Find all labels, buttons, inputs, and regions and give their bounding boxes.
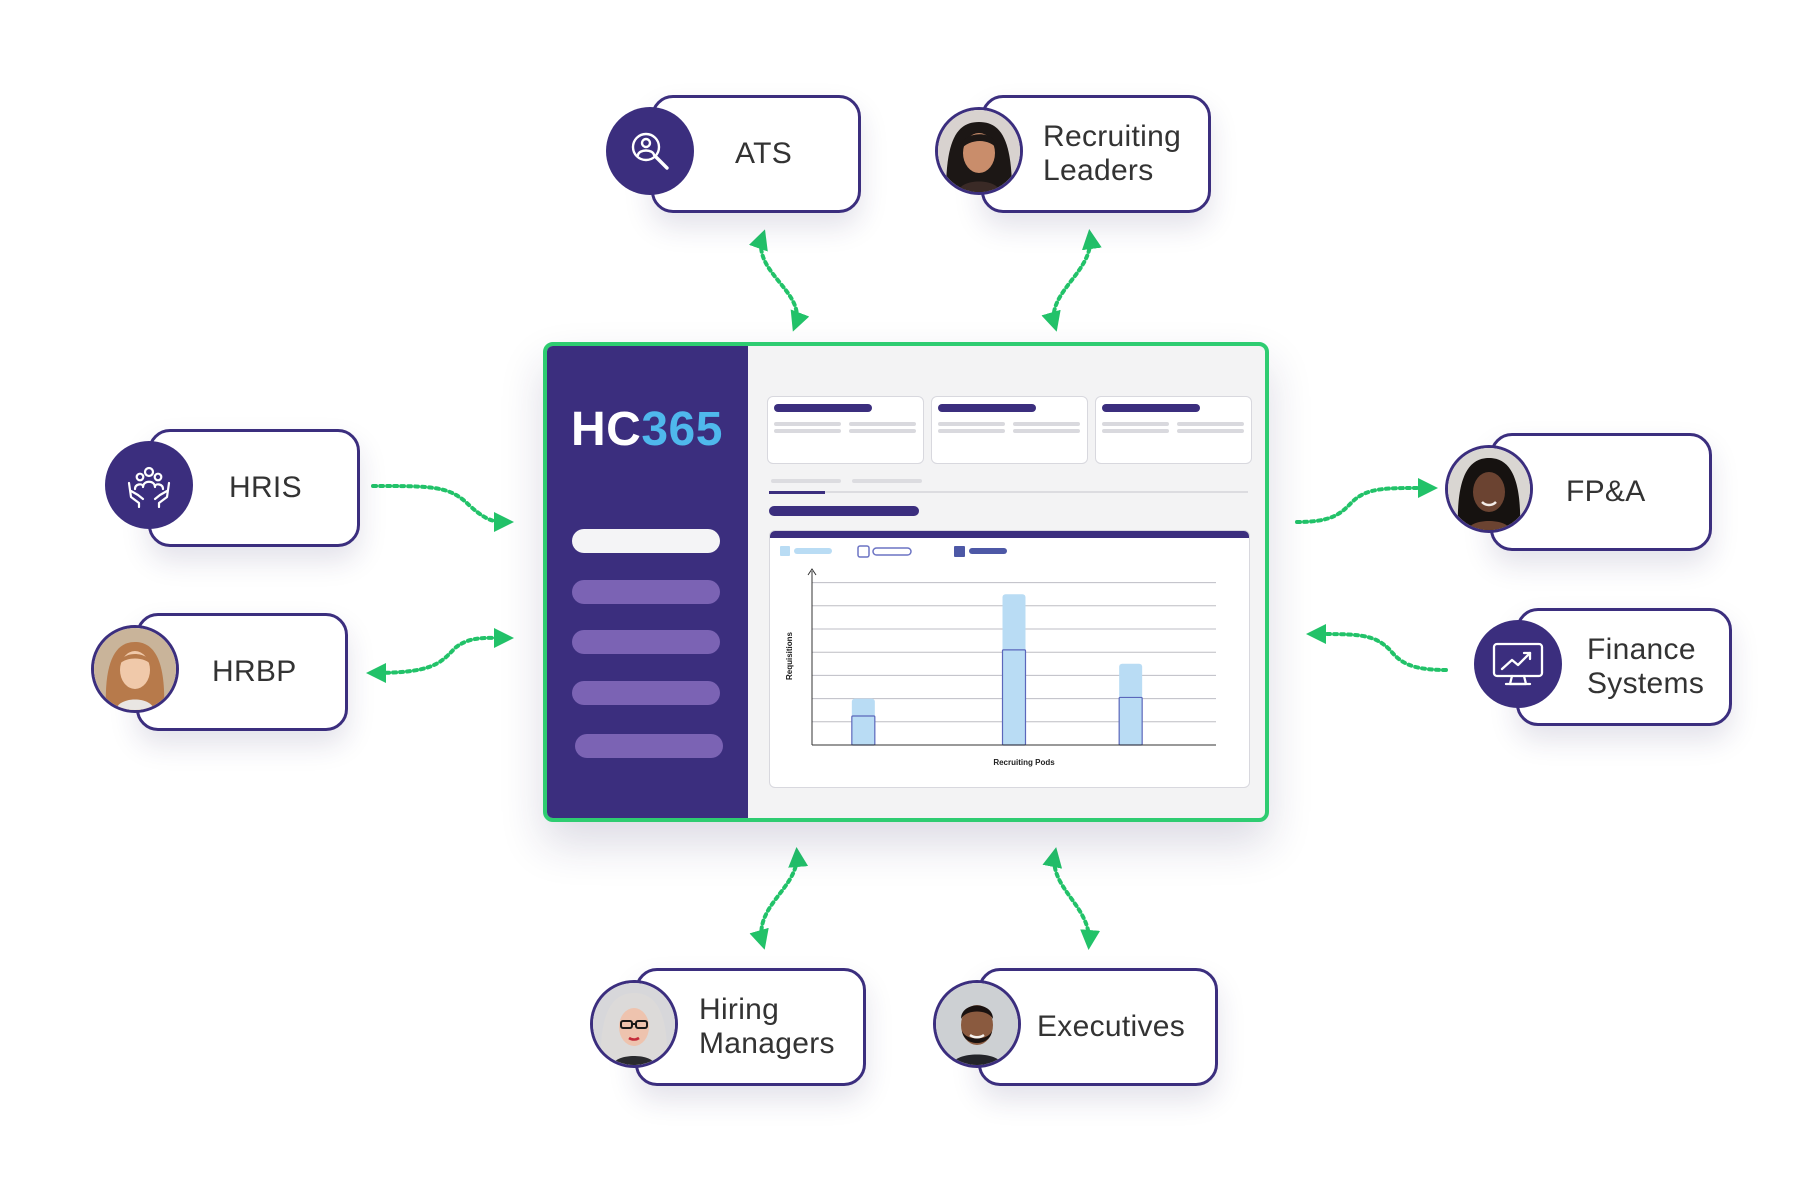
node-executives-label: Executives: [1037, 1010, 1186, 1043]
node-hris-label: HRIS: [229, 471, 302, 504]
connector-finance-systems: [1306, 624, 1448, 672]
kpi-card: [931, 396, 1088, 464]
chart-bars: [851, 594, 1143, 746]
recruiting-leader-avatar: [935, 107, 1023, 195]
node-recruiting-leaders-label: Recruiting Leaders: [1043, 120, 1182, 187]
requisitions-chart: Requisitions Recruiting Pods: [780, 545, 1216, 767]
hands-people-icon: [105, 441, 193, 529]
connector-hiring-managers: [749, 847, 809, 950]
node-fpa-label: FP&A: [1566, 475, 1646, 508]
connector-fpa: [1295, 477, 1438, 524]
tab-active-indicator: [769, 491, 825, 494]
requisitions-chart-card: Requisitions Recruiting Pods: [769, 530, 1250, 788]
dashboard-sidebar: HC365: [547, 346, 748, 818]
node-ats-label: ATS: [735, 137, 793, 170]
section-title-bar: [769, 506, 919, 516]
tab-placeholder[interactable]: [771, 479, 841, 483]
hc365-logo: HC365: [571, 403, 723, 456]
connector-hris: [371, 484, 514, 532]
hc365-dashboard: HC365: [543, 342, 1269, 822]
connector-recruiting-leaders: [1041, 229, 1102, 332]
bar-filled-2: [1001, 649, 1027, 746]
connector-hrbp: [366, 627, 514, 683]
tab-divider: [769, 491, 1248, 493]
sidebar-item[interactable]: [575, 734, 723, 758]
executive-avatar: [933, 980, 1021, 1068]
y-axis-arrow: [807, 568, 817, 576]
node-hrbp-label: HRBP: [212, 655, 297, 688]
node-finance-systems[interactable]: Finance Systems: [1516, 608, 1732, 726]
x-axis-label: Recruiting Pods: [993, 758, 1055, 767]
kpi-card: [1095, 396, 1252, 464]
sidebar-item[interactable]: [572, 681, 720, 705]
node-finance-systems-label: Finance Systems: [1587, 633, 1705, 700]
hiring-manager-avatar: [590, 980, 678, 1068]
node-recruiting-leaders[interactable]: Recruiting Leaders: [981, 95, 1211, 213]
bar-filled-3: [1118, 696, 1143, 746]
chart-legend: [780, 545, 1007, 558]
connector-ats: [748, 229, 810, 332]
bar-filled-1: [851, 715, 876, 746]
tab-placeholder[interactable]: [852, 479, 922, 483]
y-axis-label: Requisitions: [785, 631, 794, 680]
sidebar-item[interactable]: [572, 630, 720, 654]
hrbp-avatar: [91, 625, 179, 713]
connector-executives: [1042, 847, 1101, 950]
monitor-trend-icon: [1474, 620, 1562, 708]
sidebar-item-active[interactable]: [572, 529, 720, 553]
kpi-card: [767, 396, 924, 464]
fpa-avatar: [1445, 445, 1533, 533]
sidebar-item[interactable]: [572, 580, 720, 604]
node-hiring-managers-label: Hiring Managers: [699, 993, 835, 1060]
search-person-icon: [606, 107, 694, 195]
